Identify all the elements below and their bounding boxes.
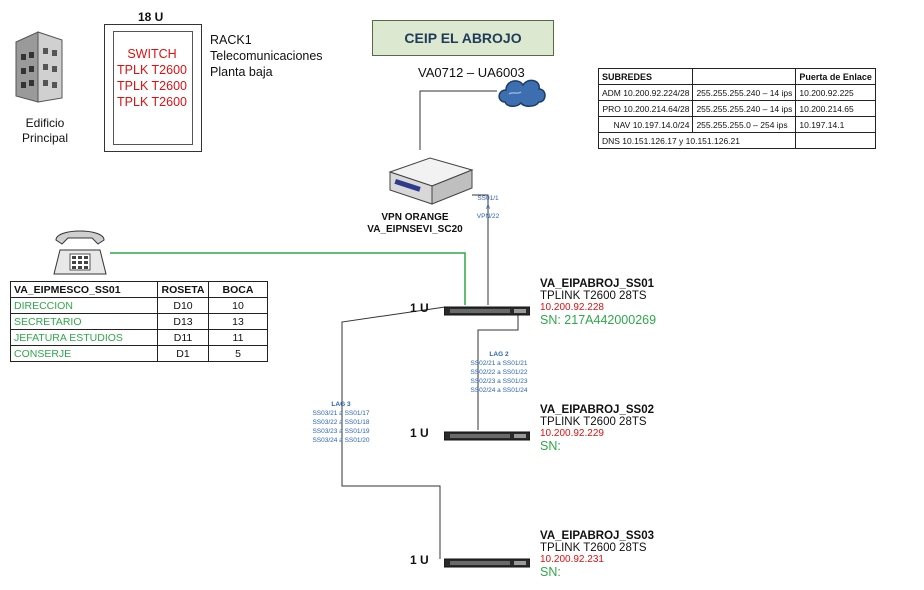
router-ss01-link <box>472 194 489 305</box>
switch-ip: 10.200.92.231 <box>540 554 604 565</box>
ext-boca: 5 <box>208 345 268 362</box>
switch-info-ss02: VA_EIPABROJ_SS02 TPLINK T2600 28TS 10.20… <box>540 404 654 453</box>
switch-model: TPLINK T2600 28TS <box>540 542 647 554</box>
lag3-title: LAG 3 <box>331 401 351 408</box>
building-label: Edificio Principal <box>10 116 80 146</box>
vpn-link-line: VPN/22 <box>476 213 500 220</box>
switch-sn: SN: 217A442000269 <box>540 313 657 327</box>
subnet-gateway: 10.200.214.65 <box>795 100 876 117</box>
ext-roseta: D1 <box>157 345 209 362</box>
lag3-line: SS03/24 a SS01/20 <box>312 437 370 444</box>
table-row: JEFATURA ESTUDIOS D11 11 <box>10 329 268 346</box>
subnet-gateway: 10.197.14.1 <box>795 116 876 133</box>
rack-contents: SWITCH TPLK T2600 TPLK T2600 TPLK T2600 <box>112 46 192 110</box>
building-label-line2: Principal <box>21 131 69 145</box>
switch-icon <box>443 303 531 316</box>
lag2-label: LAG 2 SS02/21 a SS01/21 SS02/22 a SS01/2… <box>454 350 544 395</box>
rack-room: Telecomunicaciones <box>210 49 323 63</box>
ext-boca: 13 <box>208 313 268 330</box>
page-subtitle: VA0712 – UA6003 <box>418 65 525 80</box>
subnet-gateway: 10.200.92.225 <box>795 84 876 101</box>
subnet-mask: 255.255.255.240 – 14 ips <box>692 100 797 117</box>
phone-ss01-link <box>110 252 466 305</box>
switch-info-ss01: VA_EIPABROJ_SS01 TPLINK T2600 28TS 10.20… <box>540 278 656 327</box>
lag3-line: SS03/21 a SS01/17 <box>312 410 370 417</box>
vpn-label-line2: VA_EIPNSEVI_SC20 <box>367 224 463 235</box>
ext-roseta: D11 <box>157 329 209 346</box>
rack-line: TPLK T2600 <box>117 95 187 109</box>
subnet-mask: 255.255.255.0 – 254 ips <box>692 116 797 133</box>
ext-name: CONSERJE <box>10 345 158 362</box>
switch-units: 1 U <box>410 553 429 567</box>
subnet-net: PRO 10.200.214.64/28 <box>597 100 694 117</box>
vpn-link-line: A <box>485 204 491 211</box>
page-title: CEIP EL ABROJO <box>372 20 554 56</box>
lag2-line: SS02/22 a SS01/22 <box>470 369 528 376</box>
ext-roseta: D13 <box>157 313 209 330</box>
dns-servers: DNS 10.151.126.17 y 10.151.126.21 <box>597 132 797 149</box>
rack-line: SWITCH <box>127 47 177 61</box>
table-row: SECRETARIO D13 13 <box>10 313 268 330</box>
rack-name: RACK1 <box>210 33 252 47</box>
vpn-link-label: SS01/1 A VPN/22 <box>468 194 508 221</box>
vpn-label: VPN ORANGE VA_EIPNSEVI_SC20 <box>360 212 470 236</box>
rack-floor: Planta baja <box>210 65 273 79</box>
lag2-link <box>477 312 519 430</box>
router-icon <box>386 150 476 210</box>
gateway-header: Puerta de Enlace <box>795 68 876 85</box>
switch-info-ss03: VA_EIPABROJ_SS03 TPLINK T2600 28TS 10.20… <box>540 530 654 579</box>
ext-header-roseta: ROSETA <box>157 281 209 298</box>
switch-name: VA_EIPABROJ_SS01 <box>540 278 654 290</box>
switch-model: TPLINK T2600 28TS <box>540 416 647 428</box>
lag3-link <box>341 306 446 559</box>
table-row: CONSERJE D1 5 <box>10 345 268 362</box>
switch-sn: SN: <box>540 565 561 579</box>
switch-model: TPLINK T2600 28TS <box>540 290 647 302</box>
cloud-router-link <box>419 90 497 150</box>
rack-info: RACK1 Telecomunicaciones Planta baja <box>210 32 323 80</box>
lag2-line: SS02/21 a SS01/21 <box>470 360 528 367</box>
ext-header-boca: BOCA <box>208 281 268 298</box>
vpn-label-line1: VPN ORANGE <box>381 212 449 223</box>
rack-line: TPLK T2600 <box>117 63 187 77</box>
phone-icon <box>50 226 110 278</box>
switch-name: VA_EIPABROJ_SS02 <box>540 404 654 416</box>
ext-name: JEFATURA ESTUDIOS <box>10 329 158 346</box>
ext-boca: 11 <box>208 329 268 346</box>
subnet-net: NAV 10.197.14.0/24 <box>597 116 694 133</box>
switch-units: 1 U <box>410 301 429 315</box>
switch-units: 1 U <box>410 426 429 440</box>
building-icon <box>10 24 68 104</box>
subnets-header: SUBREDES <box>597 68 694 85</box>
ext-name: DIRECCION <box>10 297 158 314</box>
switch-name: VA_EIPABROJ_SS03 <box>540 530 654 542</box>
ext-header-name: VA_EIPMESCO_SS01 <box>10 281 158 298</box>
switch-sn: SN: <box>540 439 561 453</box>
ext-name: SECRETARIO <box>10 313 158 330</box>
lag2-line: SS02/23 a SS01/23 <box>470 378 528 385</box>
rack-icon <box>104 24 202 152</box>
switch-icon <box>443 428 531 441</box>
ext-boca: 10 <box>208 297 268 314</box>
subnets-table: SUBREDES Puerta de Enlace ADM 10.200.92.… <box>597 68 876 149</box>
rack-units: 18 U <box>138 10 164 24</box>
switch-ip: 10.200.92.229 <box>540 428 604 439</box>
cloud-icon <box>497 74 547 110</box>
switch-ip: 10.200.92.228 <box>540 302 604 313</box>
subnet-net: ADM 10.200.92.224/28 <box>597 84 694 101</box>
building-label-line1: Edificio <box>25 116 65 130</box>
rack-line: TPLK T2600 <box>117 79 187 93</box>
extensions-table: VA_EIPMESCO_SS01 ROSETA BOCA DIRECCION D… <box>10 281 268 362</box>
switch-icon <box>443 555 531 568</box>
lag3-label: LAG 3 SS03/21 a SS01/17 SS03/22 a SS01/1… <box>296 400 386 445</box>
lag3-line: SS03/22 a SS01/18 <box>312 419 370 426</box>
lag3-line: SS03/23 a SS01/19 <box>312 428 370 435</box>
lag2-line: SS02/24 a SS01/24 <box>470 387 528 394</box>
ext-roseta: D10 <box>157 297 209 314</box>
table-row: DIRECCION D10 10 <box>10 297 268 314</box>
vpn-link-line: SS01/1 <box>477 195 499 202</box>
lag2-title: LAG 2 <box>489 351 509 358</box>
subnet-mask: 255.255.255.240 – 14 ips <box>692 84 797 101</box>
